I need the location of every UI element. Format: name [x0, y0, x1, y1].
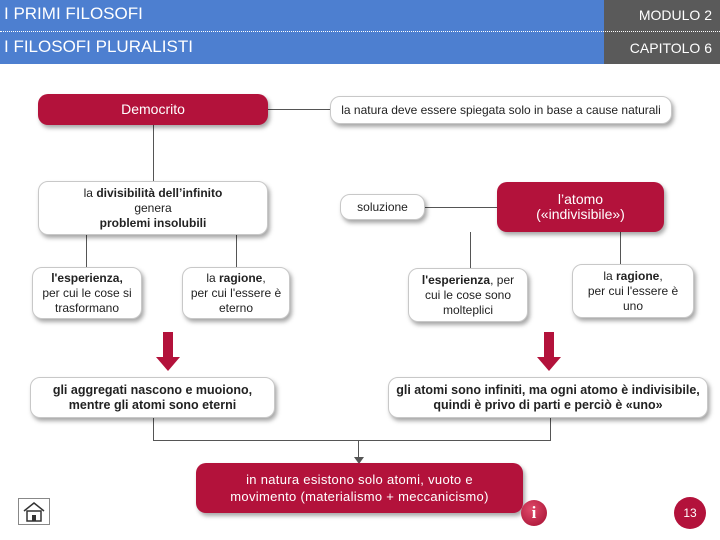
esperienza-trasformano-node: l'esperienza, per cui le cose si trasfor…	[32, 267, 142, 319]
module-label: MODULO 2	[638, 7, 712, 23]
connector	[236, 235, 237, 267]
connector	[620, 232, 621, 264]
connector	[268, 109, 330, 110]
info-icon[interactable]: i	[521, 500, 547, 526]
natura-node: la natura deve essere spiegata solo in b…	[330, 96, 672, 124]
down-arrow-right-shaft	[544, 332, 554, 358]
connector	[153, 125, 154, 181]
connector	[358, 440, 359, 460]
democrito-node: Democrito	[38, 94, 268, 125]
divisibilita-node: la divisibilità dell’infinito genera pro…	[38, 181, 268, 235]
soluzione-node: soluzione	[340, 194, 425, 220]
header-bar	[0, 0, 604, 64]
ragione-uno-node: la ragione, per cui l'essere è uno	[572, 264, 694, 318]
page-number: 13	[683, 506, 697, 520]
atomo-node: l’atomo («indivisibile»)	[497, 182, 664, 232]
page-title: I PRIMI FILOSOFI	[4, 4, 143, 23]
down-arrow-left-shaft	[163, 332, 173, 358]
home-icon[interactable]	[18, 498, 50, 525]
connector	[470, 232, 471, 268]
connector	[153, 418, 154, 440]
chapter-label: CAPITOLO 6	[629, 40, 712, 56]
down-arrow-right-icon	[537, 357, 561, 371]
ragione-eterno-node: la ragione, per cui l'essere è eterno	[182, 267, 290, 319]
connector	[153, 440, 551, 441]
esperienza-molteplici-node: l'esperienza, per cui le cose sono molte…	[408, 268, 528, 322]
connector	[425, 207, 497, 208]
page-number-badge: 13	[674, 497, 706, 529]
info-glyph: i	[531, 503, 537, 522]
aggregati-node: gli aggregati nascono e muoiono, mentre …	[30, 377, 275, 418]
header-side-panel	[604, 0, 720, 64]
connector	[86, 235, 87, 267]
atomi-infiniti-node: gli atomi sono infiniti, ma ogni atomo è…	[388, 377, 708, 418]
down-arrow-left-icon	[156, 357, 180, 371]
connector-arrowhead	[354, 457, 364, 464]
page-subtitle: I FILOSOFI PLURALISTI	[4, 37, 193, 56]
natura-atomi-node: in natura esistono solo atomi, vuoto e m…	[196, 463, 523, 513]
header-divider	[0, 31, 720, 32]
connector	[550, 418, 551, 440]
